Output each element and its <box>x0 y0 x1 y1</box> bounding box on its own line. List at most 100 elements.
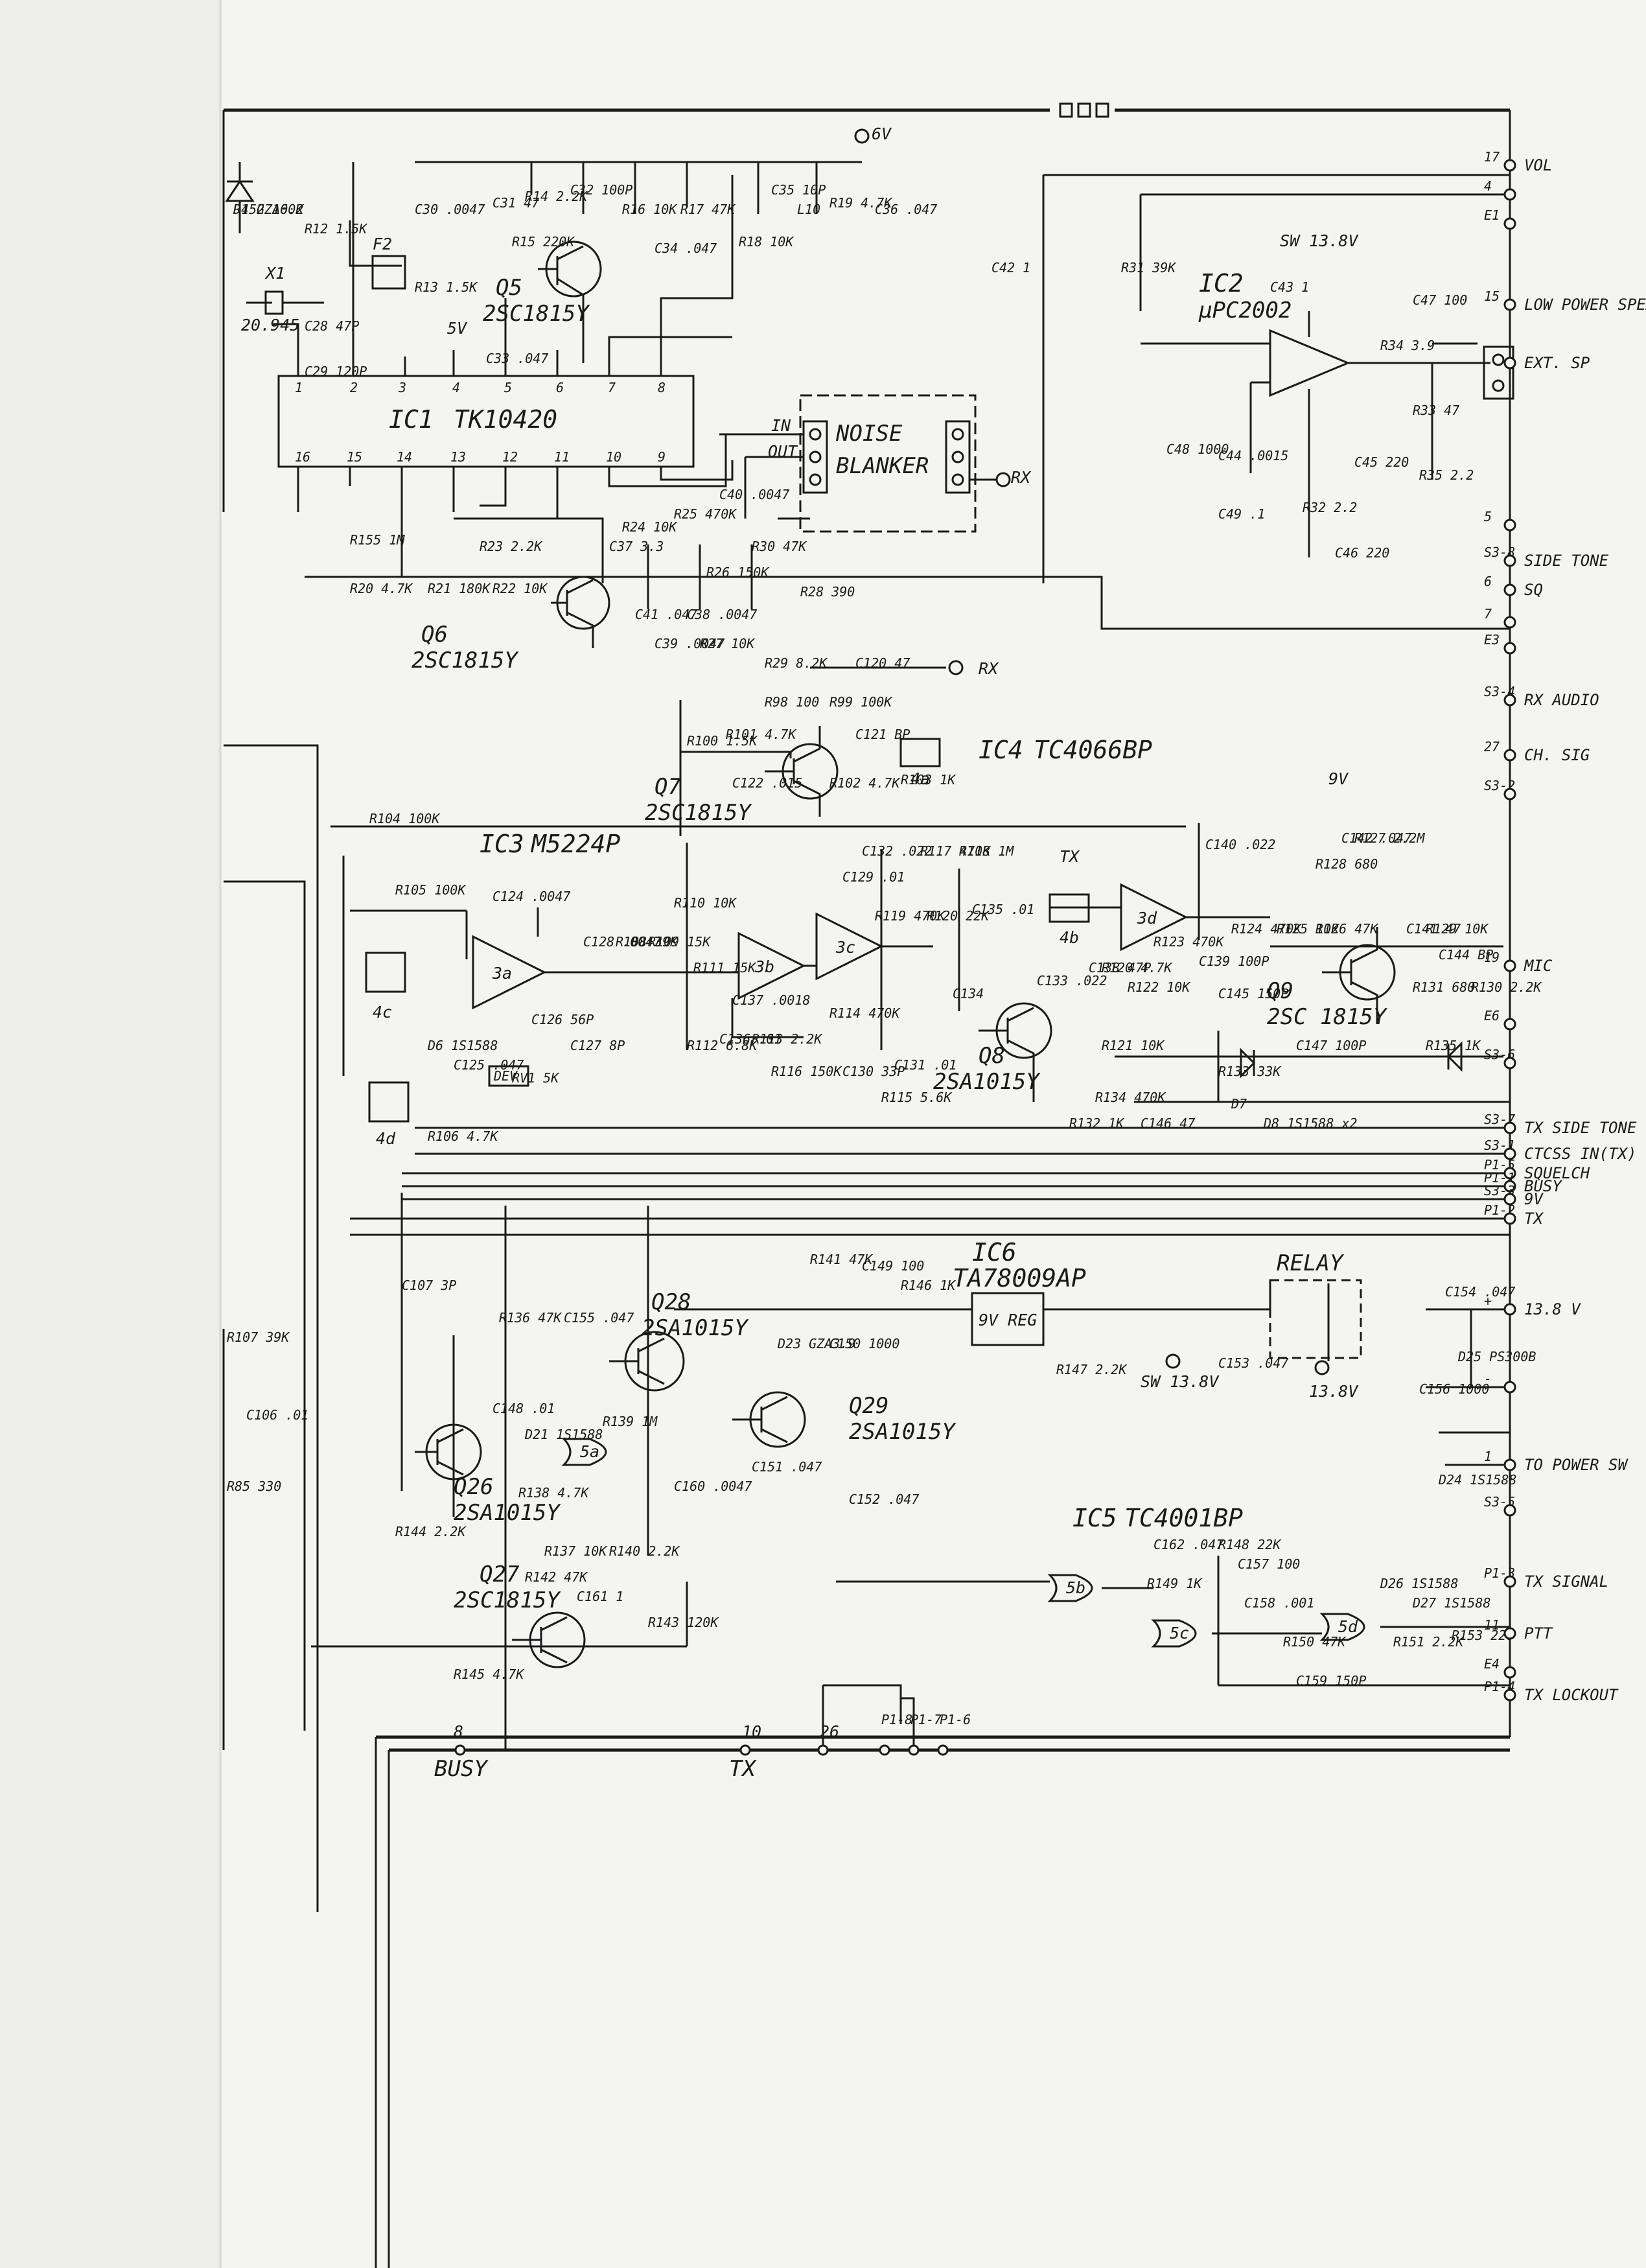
ic1-pin: 14 <box>397 449 412 465</box>
opamp-3a <box>472 935 547 1010</box>
component-label: R125 10K <box>1277 921 1340 937</box>
gate-3c: 3c <box>835 938 855 957</box>
connector-pin: - <box>1484 1371 1492 1386</box>
connector-pin: 7 <box>1484 606 1492 622</box>
supply-label: 6V <box>872 124 892 143</box>
component-label: D27 1S1588 <box>1412 1595 1490 1611</box>
connector-terminal <box>1503 554 1516 567</box>
component-label: C124 .0047 <box>493 889 570 904</box>
q8-q9-area: Q8 2SA1015Y Q9 2SC 1815Y <box>933 927 1510 1103</box>
gate-3b: 3b <box>754 957 774 976</box>
component-label: C154 .047 <box>1445 1284 1515 1300</box>
q7-ref: Q7 <box>655 774 681 800</box>
connector-terminal <box>1503 788 1516 801</box>
component-label: R113 2.2K <box>752 1031 823 1047</box>
connector-label: MIC <box>1524 957 1553 975</box>
ic4d-switch <box>368 1081 410 1123</box>
component-label: R21 180K <box>428 581 491 596</box>
connector-pin: 4 <box>1484 178 1492 194</box>
connector-label: LOW POWER SPEAKER <box>1524 296 1646 314</box>
ic6-label: IC6 <box>972 1238 1017 1267</box>
bottom-pin-label: TX <box>729 1756 757 1782</box>
component-label: R16 10K <box>622 202 678 217</box>
component-label: R22 10K <box>493 581 548 596</box>
component-label: C33 .047 <box>486 351 548 366</box>
bottom-pin: P1-7 <box>910 1712 942 1727</box>
connector-label: 13.8 V <box>1524 1300 1581 1318</box>
component-label: R100 1.5K <box>687 733 758 749</box>
bottom-pin: 10 <box>742 1722 761 1741</box>
ic4c-switch <box>365 952 406 993</box>
connector-pin: 17 <box>1484 149 1500 165</box>
connector-terminal <box>1503 1627 1516 1640</box>
noise-blanker-group: NOISE BLANKER IN OUT RX <box>719 394 1032 533</box>
connector-pin: E4 <box>1484 1656 1500 1672</box>
connector-pin: E3 <box>1484 632 1500 648</box>
component-label: C121 BP <box>855 727 910 742</box>
q5-ref: Q5 <box>496 275 522 301</box>
connector-label: VOL <box>1524 156 1552 174</box>
component-label: R152 100K <box>233 202 305 217</box>
connector-pin: E1 <box>1484 207 1500 223</box>
component-label: C134 <box>953 986 984 1001</box>
component-label: R131 680 <box>1413 979 1475 995</box>
noise-blanker-label: BLANKER <box>836 453 929 479</box>
component-label: R149 1K <box>1147 1576 1203 1591</box>
component-label: R147 2.2K <box>1056 1362 1128 1377</box>
ic1-pin: 10 <box>606 449 621 465</box>
component-label: R102 4.7K <box>829 775 901 791</box>
component-label: R105 100K <box>395 882 467 898</box>
component-label: C42 1 <box>991 260 1030 275</box>
ic1-pin: 13 <box>450 449 466 465</box>
component-label: C48 1000 <box>1166 441 1229 457</box>
opamp-3b <box>737 931 806 1000</box>
gate-4b: 4b <box>1060 928 1079 947</box>
component-label: C132 .022 <box>862 843 932 859</box>
component-label: D8 1S1588 x2 <box>1263 1116 1358 1131</box>
component-label: C156 1000 <box>1419 1381 1489 1397</box>
component-label: R139 1M <box>603 1414 658 1429</box>
component-label: R124 470K <box>1231 921 1303 937</box>
component-label: C149 100 <box>862 1258 924 1274</box>
component-label: R120 4.7K <box>1102 960 1173 976</box>
component-label: R136 47K <box>499 1310 562 1326</box>
component-label: C44 .0015 <box>1218 448 1288 463</box>
ic1-pins-bottom: 16 15 14 13 12 11 10 9 <box>295 449 666 465</box>
ic5-part: TC4001BP <box>1124 1504 1243 1532</box>
component-label: R144 2.2K <box>395 1524 467 1539</box>
component-label: C133 .022 <box>1037 973 1107 988</box>
ic4a-switch <box>899 738 941 767</box>
component-label: D21 1S1588 <box>524 1427 603 1442</box>
connector-pin: 6 <box>1484 574 1492 589</box>
component-label: R123 470K <box>1153 934 1225 950</box>
component-label: R32 2.2 <box>1303 500 1357 515</box>
ic1-pin: 2 <box>350 380 358 395</box>
ic6-regulator <box>971 1292 1045 1346</box>
supply-label: SW 13.8V <box>1141 1372 1220 1391</box>
ic1-ref: IC1 <box>389 405 434 434</box>
dev-label: DEV <box>493 1068 518 1084</box>
connector-terminal <box>1503 694 1516 707</box>
ic1-pin: 12 <box>502 449 518 465</box>
component-label: D4 GZA6.2 <box>233 202 303 217</box>
component-label: C106 .01 <box>246 1407 308 1423</box>
component-label: C49 .1 <box>1218 506 1265 522</box>
gate-5a <box>561 1438 607 1466</box>
connector-terminal <box>1503 1167 1516 1180</box>
component-label: R121 10K <box>1102 1038 1165 1053</box>
component-label: R134 470K <box>1095 1090 1166 1105</box>
component-label: R99 100K <box>829 694 893 710</box>
component-label: R12 1.5K <box>305 221 368 237</box>
component-label: R28 390 <box>800 584 855 600</box>
component-label: R115 5.6K <box>881 1090 953 1105</box>
component-label: C28 47P <box>305 318 359 334</box>
component-label: C138 47P <box>1089 960 1151 976</box>
q9-ref: Q9 <box>1267 978 1293 1004</box>
connector-label: RX AUDIO <box>1524 691 1599 709</box>
ic3-area: IC3 M5224P 3a 3b 3c 3d 4b 4c 4d DEV <box>330 823 1270 1148</box>
q26-ref: Q26 <box>454 1474 493 1500</box>
crystal-value: 20.945 <box>241 316 299 334</box>
bottom-pin: 8 <box>454 1722 463 1741</box>
component-label: C151 .047 <box>752 1459 822 1475</box>
